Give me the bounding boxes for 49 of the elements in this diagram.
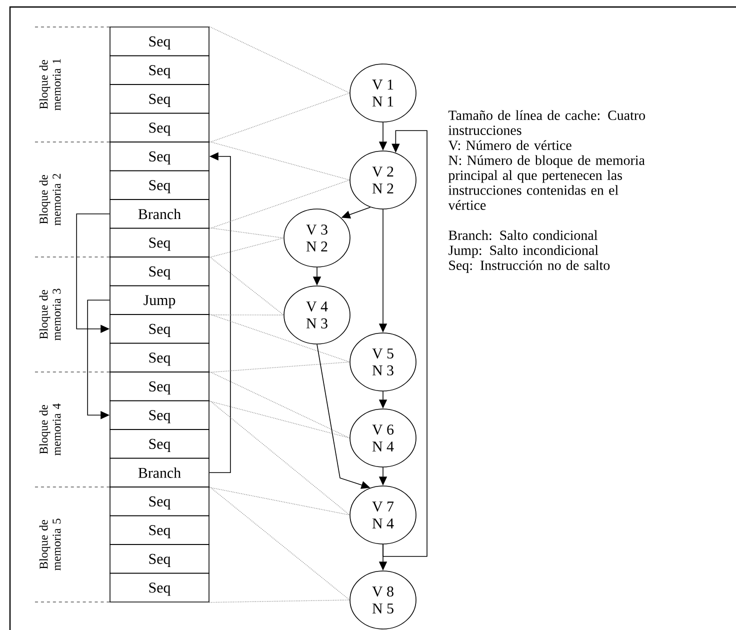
mapping-line [209,400,350,516]
block-label: Bloque de memoria 2 [39,174,61,226]
instruction-cell: Seq [110,544,210,574]
instruction-cell: Seq [110,572,210,602]
instruction-cell: Seq [110,486,210,516]
instruction-cell: Seq [110,170,210,200]
instruction-cell: Seq [110,256,210,286]
mapping-line [209,400,350,438]
block-label: Bloque de memoria 4 [39,403,61,456]
mapping-line [209,371,350,438]
mapping-line [209,26,350,94]
mapping-line [209,238,284,258]
instruction-cell: Seq [110,112,210,142]
arrow [382,130,428,557]
block-label: Bloque de memoria 1 [39,58,61,110]
legend-text: Branch: Salto condicional [448,230,598,240]
instruction-cell: Seq [110,84,210,114]
instruction-cell: Seq [110,228,210,258]
mapping-line [209,486,350,600]
instruction-cell: Seq [110,372,210,402]
instruction-cell: Seq [110,515,210,545]
instruction-cell: Seq [110,26,210,56]
mapping-line [209,487,350,516]
instruction-cell: Seq [110,400,210,430]
instruction-cell: Seq [110,314,210,344]
instruction-cell: Branch [110,199,210,229]
mapping-line [209,92,350,143]
mapping-line [209,362,350,373]
instruction-cell: Seq [110,55,210,85]
arrow [76,213,110,333]
instruction-cell: Seq [110,142,210,172]
mapping-line [209,141,350,180]
mapping-line [209,228,284,238]
mapping-line [209,314,284,316]
instruction-cell: Seq [110,342,210,372]
legend-text: Seq: Instrucción no de salto [449,260,610,273]
mapping-line [209,256,284,316]
legend-text: Jump: Salto incondicional [448,245,598,258]
note-text: V: Número de vértice [448,140,572,150]
mapping-line [209,600,350,603]
mapping-line [209,180,350,229]
note-text: Tamaño de línea de cache: Cuatro instrucciones [448,110,645,135]
instruction-cell: Seq [110,429,210,459]
note-text: N: Número de bloque de memoria principal al que pertenecen las instrucciones contenidas en el vértice [448,155,645,210]
instruction-cell: Branch [110,458,210,488]
instruction-cell: Jump [110,285,210,315]
mapping-line [209,314,350,362]
block-label: Bloque de memoria 3 [39,288,61,340]
block-label: Bloque de memoria 5 [39,518,61,570]
